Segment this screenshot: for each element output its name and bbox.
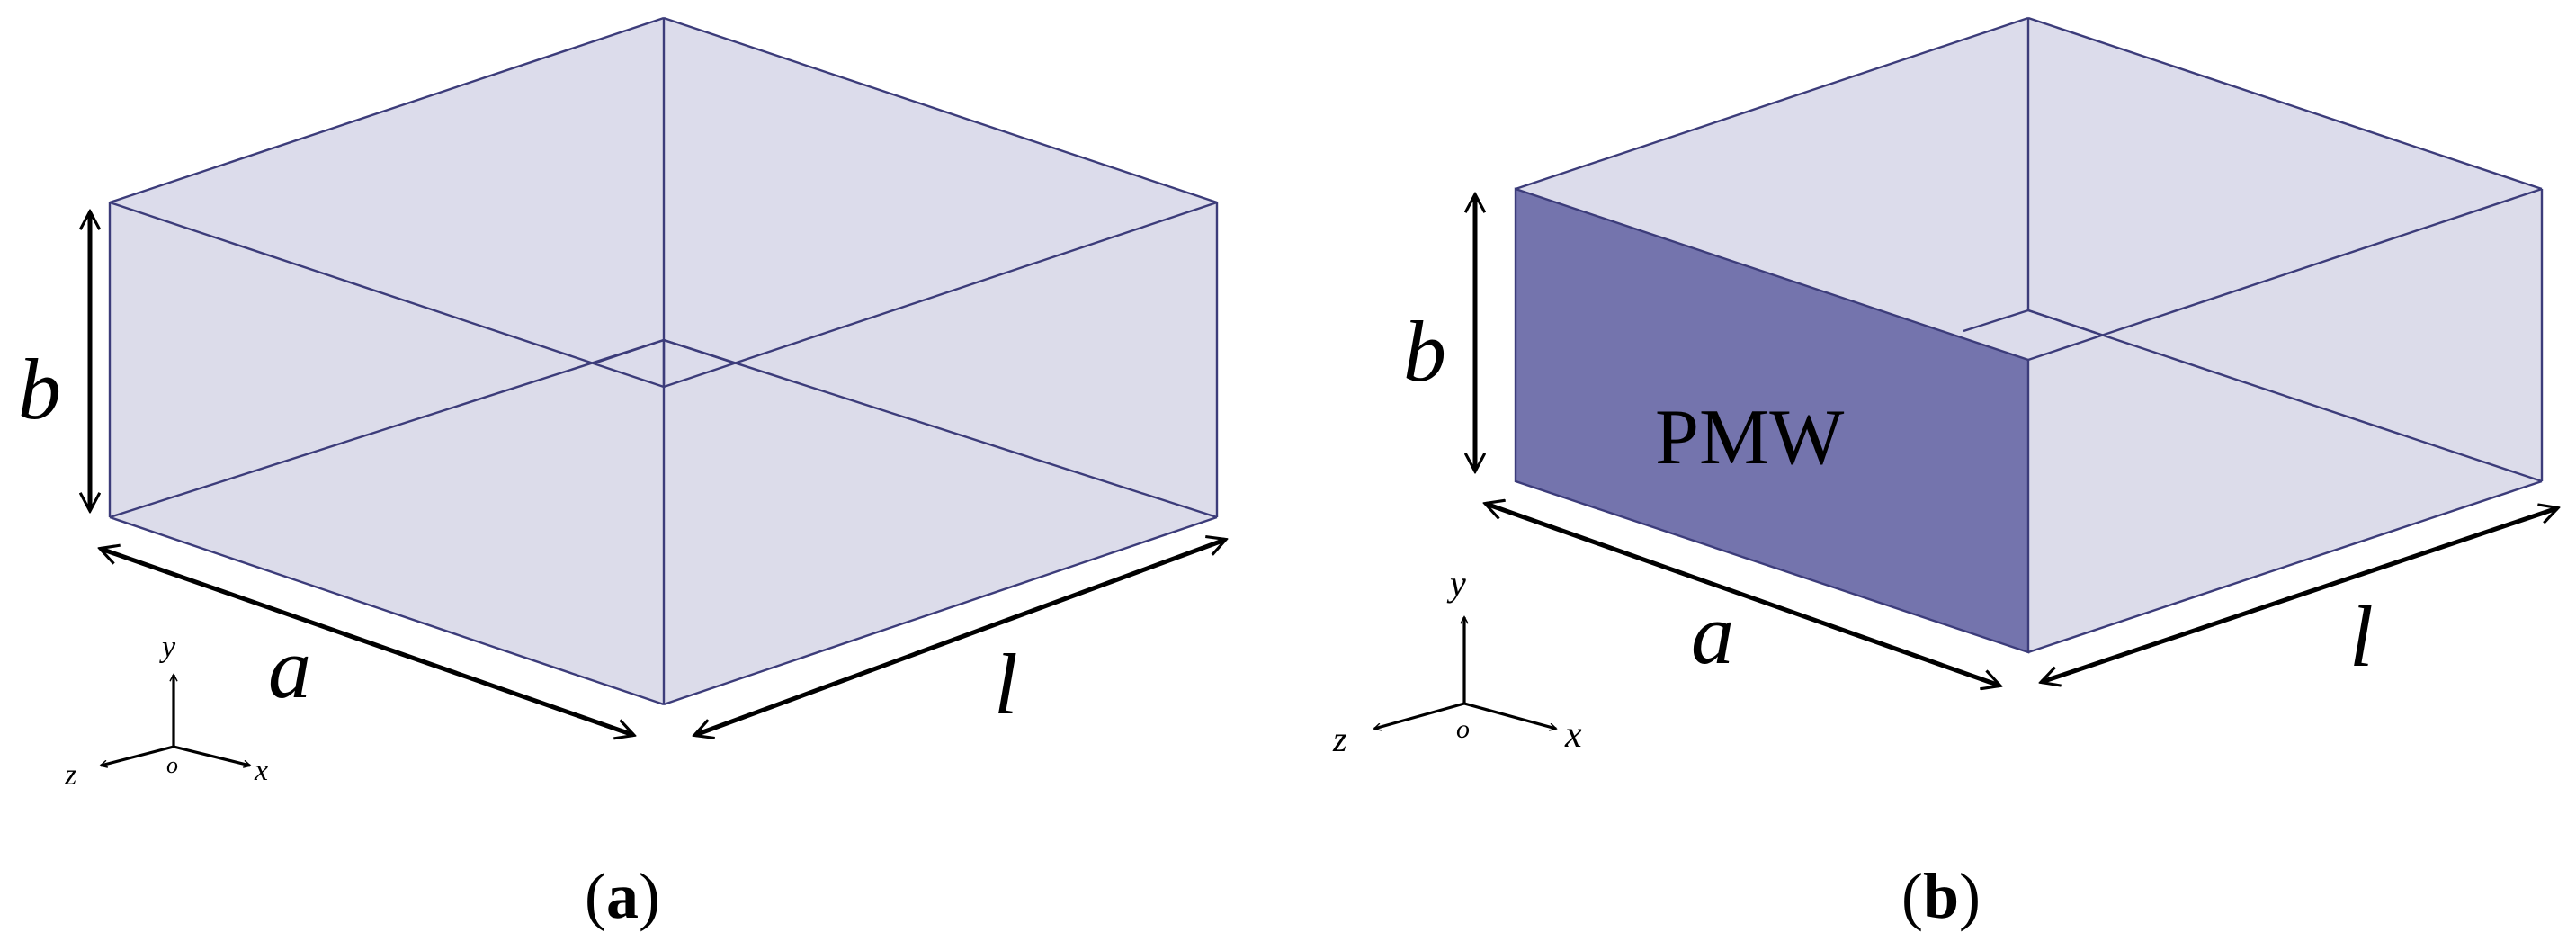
x-axis-label: x <box>254 754 268 787</box>
dimension-a-label: a <box>268 620 311 716</box>
box-b <box>1514 16 2544 654</box>
axes-b: y x z o <box>1332 563 1582 759</box>
y-axis-label: y <box>1446 563 1466 604</box>
origin-label: o <box>166 752 178 778</box>
dimension-a-arrow <box>101 549 633 735</box>
caption-b: (b) <box>1901 860 1981 932</box>
z-axis-label: z <box>1332 719 1347 759</box>
box-a <box>108 16 1219 706</box>
y-axis-label: y <box>159 631 176 664</box>
panel-b: PMW b a l y x z o (b) <box>1332 16 2557 932</box>
caption-a: (a) <box>585 860 660 932</box>
panel-a: b a l y x z o (a) <box>18 16 1225 932</box>
dimension-l-arrow <box>2042 508 2557 682</box>
box-a-edges <box>108 16 1219 706</box>
dimension-b-label: b <box>1403 303 1446 399</box>
z-axis-arrow <box>1374 702 1465 729</box>
axes-a: y x z o <box>64 631 268 792</box>
dimension-l-arrow <box>695 540 1225 735</box>
x-axis-arrow <box>173 745 250 766</box>
origin-label: o <box>1456 714 1470 744</box>
pmw-label: PMW <box>1655 394 1844 481</box>
dimension-l-label: l <box>2349 588 2374 685</box>
dimension-a-arrow <box>1486 504 1999 686</box>
z-axis-label: z <box>64 758 76 792</box>
z-axis-arrow <box>101 745 174 766</box>
dimension-a-label: a <box>1691 586 1734 682</box>
dimension-b-label: b <box>18 341 61 437</box>
x-axis-arrow <box>1463 702 1556 729</box>
x-axis-label: x <box>1564 714 1582 756</box>
dimension-l-label: l <box>994 636 1018 732</box>
